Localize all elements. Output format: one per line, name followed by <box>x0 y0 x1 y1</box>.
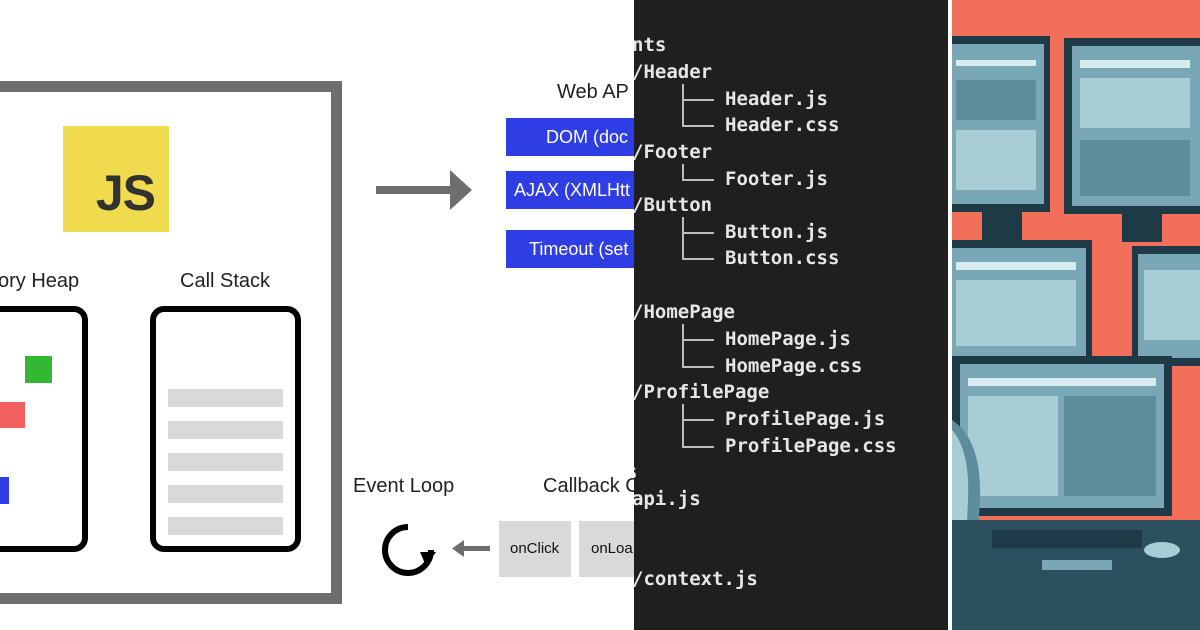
stack-frame <box>168 453 283 471</box>
tree-connector <box>682 366 714 368</box>
folder-structure-code: nts /Header Header.js Header.css /Footer… <box>634 0 948 630</box>
tree-connector <box>682 419 714 421</box>
tree-connector <box>682 446 714 448</box>
callback-queue-label: Callback C <box>543 475 634 497</box>
heap-object-green <box>25 356 52 383</box>
tree-connector <box>682 125 714 127</box>
tree-file: Button.js <box>725 221 828 243</box>
tree-folder: /Footer <box>634 141 713 163</box>
tree-connector <box>682 324 684 367</box>
tree-file: ProfilePage.js <box>725 408 886 430</box>
callback-onload: onLoa <box>579 521 634 577</box>
arrow-right-icon <box>376 170 472 210</box>
web-api-dom: DOM (doc <box>506 118 634 156</box>
tree-connector <box>682 217 684 259</box>
tree-file: api.js <box>634 488 701 510</box>
tree-folder: /Header <box>634 61 713 83</box>
tree-file: ProfilePage.css <box>725 435 897 457</box>
tree-file: Button.css <box>725 247 840 269</box>
heap-object-blue <box>0 477 9 504</box>
call-stack-label: Call Stack <box>180 270 271 292</box>
tree-connector <box>682 179 714 181</box>
tree-file: Footer.js <box>725 168 828 190</box>
stack-frame <box>168 517 283 535</box>
tree-connector <box>682 99 714 101</box>
tree-line: nts <box>634 34 667 56</box>
js-engine-frame <box>0 81 342 604</box>
event-loop-label: Event Loop <box>353 475 455 497</box>
tree-folder: /Button <box>634 194 713 216</box>
memory-heap-label: ory Heap <box>0 270 80 292</box>
tree-file: HomePage.css <box>725 355 863 377</box>
tree-connector <box>682 258 714 260</box>
stack-frame <box>168 389 283 407</box>
js-runtime-diagram: JS ory Heap Call Stack Web AP DOM (doc A… <box>0 81 634 604</box>
heap-object-red <box>0 402 25 428</box>
tree-file: Header.css <box>725 114 840 136</box>
stack-frame <box>168 421 283 439</box>
developer-illustration <box>952 0 1200 630</box>
monitors-illustration-icon <box>952 0 1200 630</box>
tree-file: /context.js <box>634 568 758 590</box>
web-apis-label: Web AP <box>557 81 629 103</box>
tree-connector <box>682 84 684 126</box>
js-logo: JS <box>63 126 169 232</box>
tree-connector <box>682 164 684 180</box>
web-api-timeout: Timeout (set <box>506 230 634 268</box>
tree-file: HomePage.js <box>725 328 851 350</box>
js-logo-text: JS <box>95 165 156 221</box>
refresh-loop-icon <box>382 524 436 576</box>
tree-line: s <box>634 463 637 482</box>
tree-connector <box>682 232 714 234</box>
tree-connector <box>682 339 714 341</box>
arrow-left-icon <box>452 540 490 557</box>
tree-folder: /HomePage <box>634 301 735 323</box>
tree-connector <box>682 404 684 447</box>
callback-onclick: onClick <box>499 521 571 577</box>
panel-divider <box>948 0 952 630</box>
stack-frame <box>168 485 283 503</box>
tree-folder: /ProfilePage <box>634 381 770 403</box>
memory-heap-container <box>0 306 88 552</box>
web-api-ajax: AJAX (XMLHtt <box>506 171 634 209</box>
tree-file: Header.js <box>725 88 828 110</box>
